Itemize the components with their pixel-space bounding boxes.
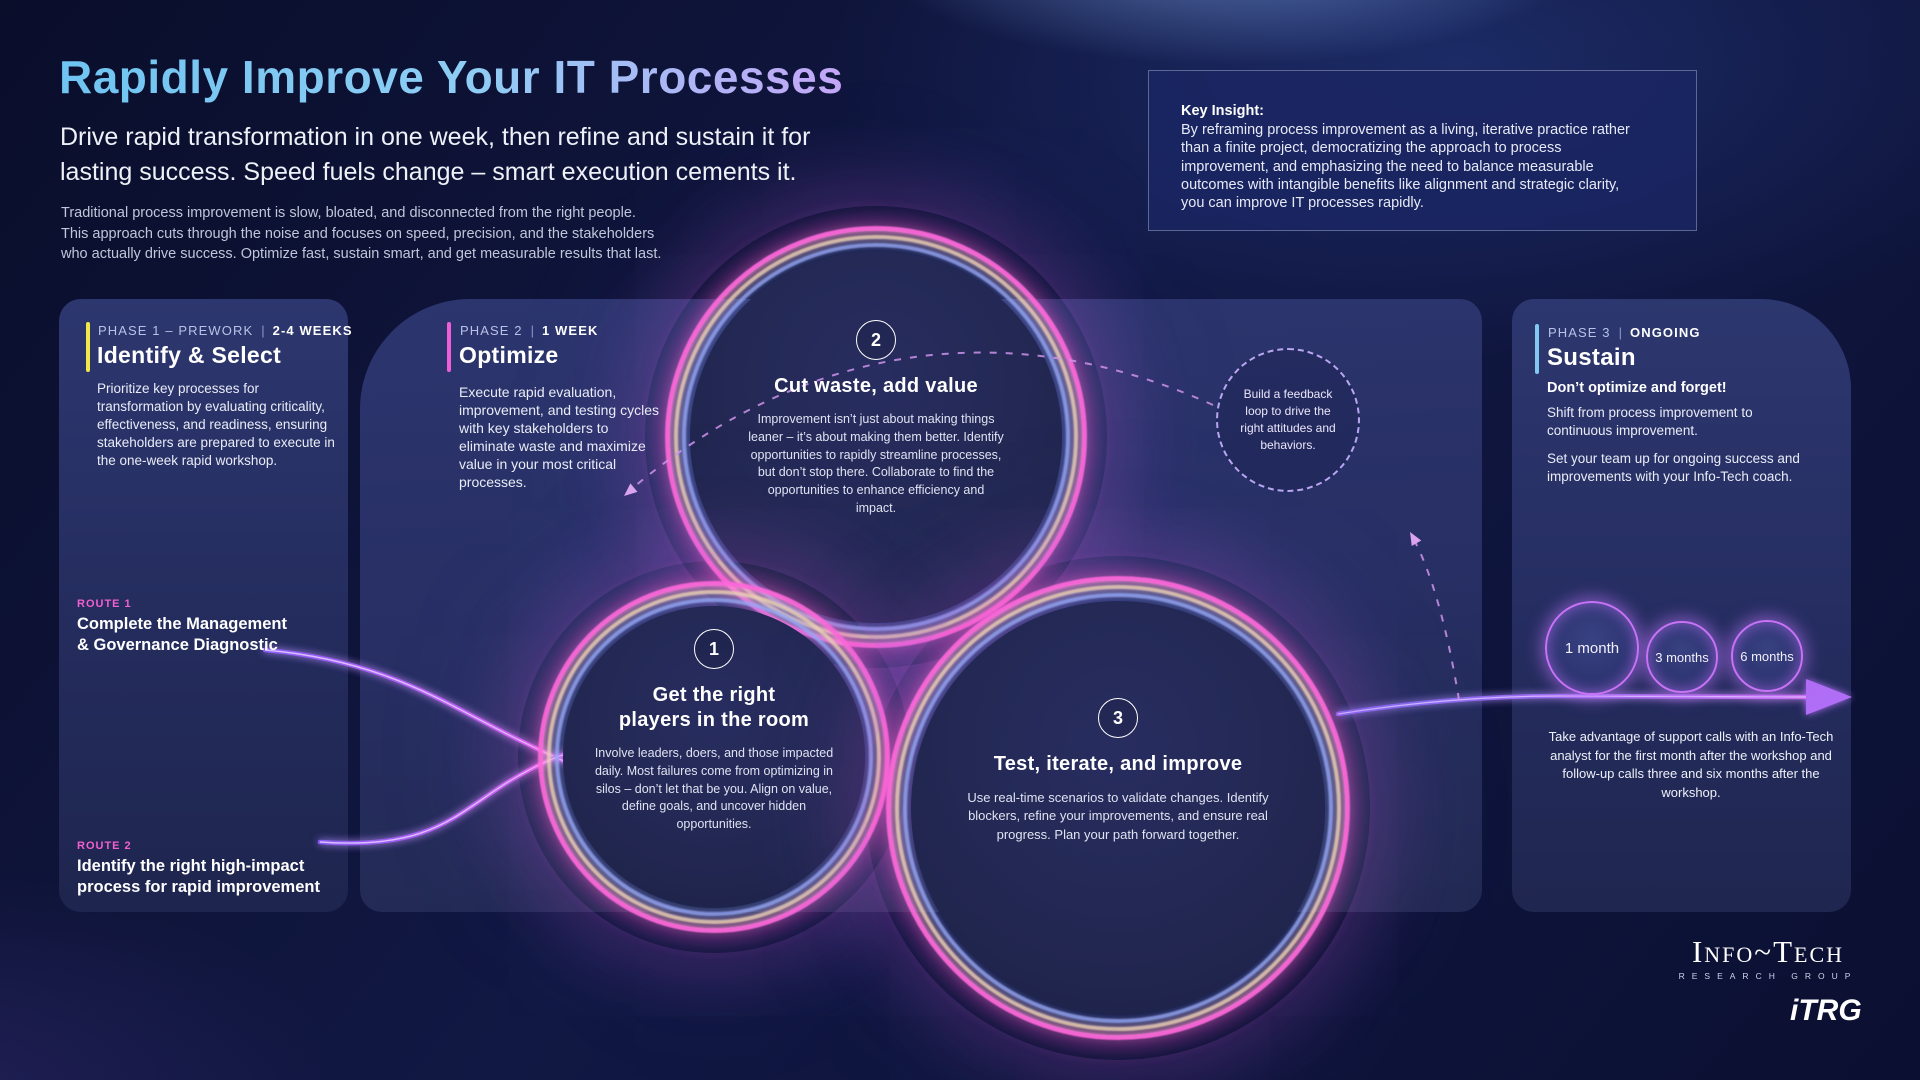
phase1-eyebrow-divider: | — [261, 323, 265, 338]
step3-neon-ring — [886, 576, 1350, 1040]
step2-neon-ring — [665, 226, 1087, 648]
phase2-duration: 1 WEEK — [542, 323, 599, 338]
phase1-body: Prioritize key processes for transformat… — [97, 381, 335, 469]
milestone-1-month-label: 1 month — [1564, 639, 1620, 657]
feedback-loop-text: Build a feedback loop to drive the right… — [1240, 386, 1336, 453]
phase3-eyebrow-divider: | — [1618, 325, 1623, 340]
step2-title: Cut waste, add value — [774, 375, 978, 397]
route1-title: Complete the Management & Governance Dia… — [77, 614, 287, 656]
phase2-title: Optimize — [459, 342, 559, 368]
phase3-duration: ONGOING — [1630, 325, 1701, 340]
phase1-eyebrow: PHASE 1 – PREWORK | 2-4 WEEKS — [98, 323, 353, 338]
phase1-eyebrow-label: PHASE 1 – PREWORK — [98, 323, 254, 338]
phase3-eyebrow: PHASE 3 | ONGOING — [1548, 325, 1701, 340]
step1-title: Get the right players in the room — [584, 683, 844, 733]
dashed-arrowhead-right-icon — [1410, 532, 1422, 547]
milestone-1-month: 1 month — [1545, 601, 1639, 695]
key-insight-body: By reframing process improvement as a li… — [1181, 122, 1630, 212]
step2-content: 2 Cut waste, add value Improvement isn’t… — [726, 320, 1026, 518]
intro-line-3: who actually drive success. Optimize fas… — [61, 246, 662, 263]
support-note: Take advantage of support calls with an … — [1548, 729, 1834, 801]
phase3-panel — [1512, 299, 1851, 912]
route2-label: ROUTE 2 — [77, 840, 132, 852]
page-title: Rapidly Improve Your IT Processes — [59, 51, 844, 103]
feedback-dashed-arc-right — [1411, 535, 1460, 701]
phase2-body: Execute rapid evaluation, improvement, a… — [459, 384, 659, 490]
feedback-dashed-arc-left — [627, 351, 1214, 493]
dashed-arrowhead-left-icon — [624, 483, 638, 496]
route1-title-line1: Complete the Management — [77, 615, 287, 633]
phase3-eyebrow-label: PHASE 3 — [1548, 325, 1611, 340]
step2-body: Improvement isn’t just about making thin… — [748, 412, 1004, 515]
route2-title-line1: Identify the right high-impact — [77, 857, 305, 875]
subtitle-line-1: Drive rapid transformation in one week, … — [60, 123, 811, 151]
phase1-duration: 2-4 WEEKS — [272, 323, 353, 338]
infotech-logo: Info~Tech RESEARCH GROUP — [1676, 936, 1860, 981]
intro-line-2: This approach cuts through the noise and… — [61, 225, 655, 242]
phase2-eyebrow: PHASE 2 | 1 WEEK — [460, 323, 598, 338]
step1-content: 1 Get the right players in the room Invo… — [584, 629, 844, 834]
phase3-accent-bar — [1535, 324, 1539, 374]
step1-number-badge: 1 — [694, 629, 734, 669]
infotech-wordmark-subline: RESEARCH GROUP — [1678, 971, 1858, 981]
step2-number-badge: 2 — [856, 320, 896, 360]
milestone-3-months-label: 3 months — [1655, 649, 1709, 665]
step1-title-line1: Get the right — [652, 684, 776, 706]
route1-title-line2: & Governance Diagnostic — [77, 636, 278, 655]
phase1-panel — [59, 299, 348, 912]
phase1-title: Identify & Select — [97, 342, 282, 368]
route1-label: ROUTE 1 — [77, 598, 132, 610]
step1-body: Involve leaders, doers, and those impact… — [594, 746, 834, 831]
route2-title-line2: process for rapid improvement — [77, 878, 320, 897]
phase3-title: Sustain — [1547, 344, 1636, 371]
phase3-body2: Set your team up for ongoing success and… — [1547, 451, 1800, 485]
key-insight-box: Key Insight: By reframing process improv… — [1148, 70, 1697, 231]
step3-body: Use real-time scenarios to validate chan… — [967, 790, 1269, 842]
step3-title: Test, iterate, and improve — [993, 753, 1243, 775]
phase3-lead: Don’t optimize and forget! — [1547, 380, 1727, 396]
intro-paragraph: Traditional process improvement is slow,… — [61, 203, 661, 265]
phase1-accent-bar — [86, 322, 90, 372]
subtitle-line-2: lasting success. Speed fuels change – sm… — [60, 157, 797, 186]
milestone-3-months: 3 months — [1646, 621, 1718, 693]
itrg-logo: iTRG — [1790, 994, 1862, 1027]
intro-line-1: Traditional process improvement is slow,… — [61, 205, 636, 221]
route2-title: Identify the right high-impact process f… — [77, 856, 320, 898]
milestone-6-months: 6 months — [1731, 620, 1803, 692]
step1-title-line2: players in the room — [618, 709, 810, 731]
milestone-6-months-label: 6 months — [1740, 648, 1794, 664]
page-subtitle: Drive rapid transformation in one week, … — [60, 120, 810, 189]
step3-content: 3 Test, iterate, and improve Use real-ti… — [958, 698, 1278, 844]
phase2-accent-bar — [447, 322, 451, 372]
step3-number-badge: 3 — [1098, 698, 1138, 738]
key-insight-label: Key Insight: — [1181, 103, 1264, 119]
phase3-body1: Shift from process improvement to contin… — [1547, 405, 1753, 439]
route2-block: ROUTE 2 Identify the right high-impact p… — [77, 840, 320, 898]
feedback-loop-circle: Build a feedback loop to drive the right… — [1216, 348, 1360, 492]
route1-block: ROUTE 1 Complete the Management & Govern… — [77, 598, 287, 656]
phase2-eyebrow-divider: | — [530, 323, 535, 338]
timeline-arrowhead-icon — [1806, 679, 1852, 715]
infotech-wordmark: Info~Tech — [1691, 934, 1845, 969]
phase2-eyebrow-label: PHASE 2 — [460, 323, 523, 338]
